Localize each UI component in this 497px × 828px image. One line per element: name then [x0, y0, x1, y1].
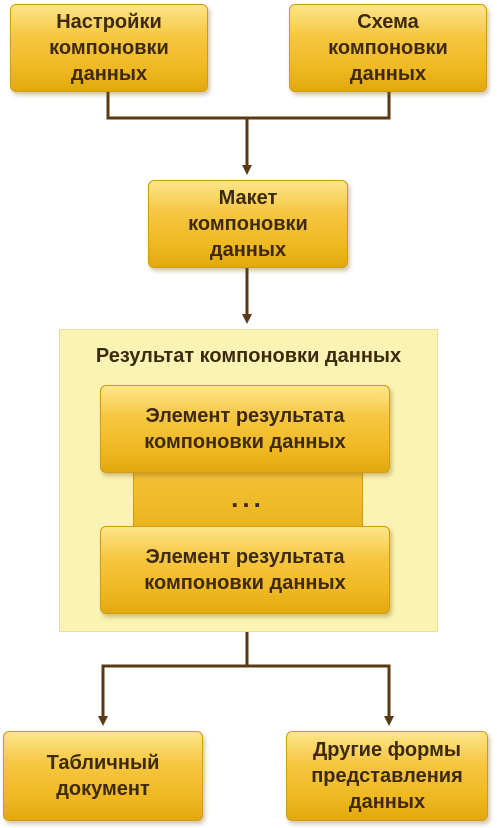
result-container-title: Результат компоновки данных — [95, 345, 402, 367]
schema-box: Схема компоновки данных — [289, 4, 487, 92]
tabular-document-box: Табличный документ — [3, 731, 203, 821]
elements-ellipsis: ... — [133, 470, 363, 526]
settings-box: Настройки компоновки данных — [10, 4, 208, 92]
other-forms-box: Другие формы представления данных — [286, 731, 488, 821]
result-element-box-2: Элемент результата компоновки данных — [100, 526, 390, 614]
template-box: Макет компоновки данных — [148, 180, 348, 268]
result-element-box-1: Элемент результата компоновки данных — [100, 385, 390, 473]
